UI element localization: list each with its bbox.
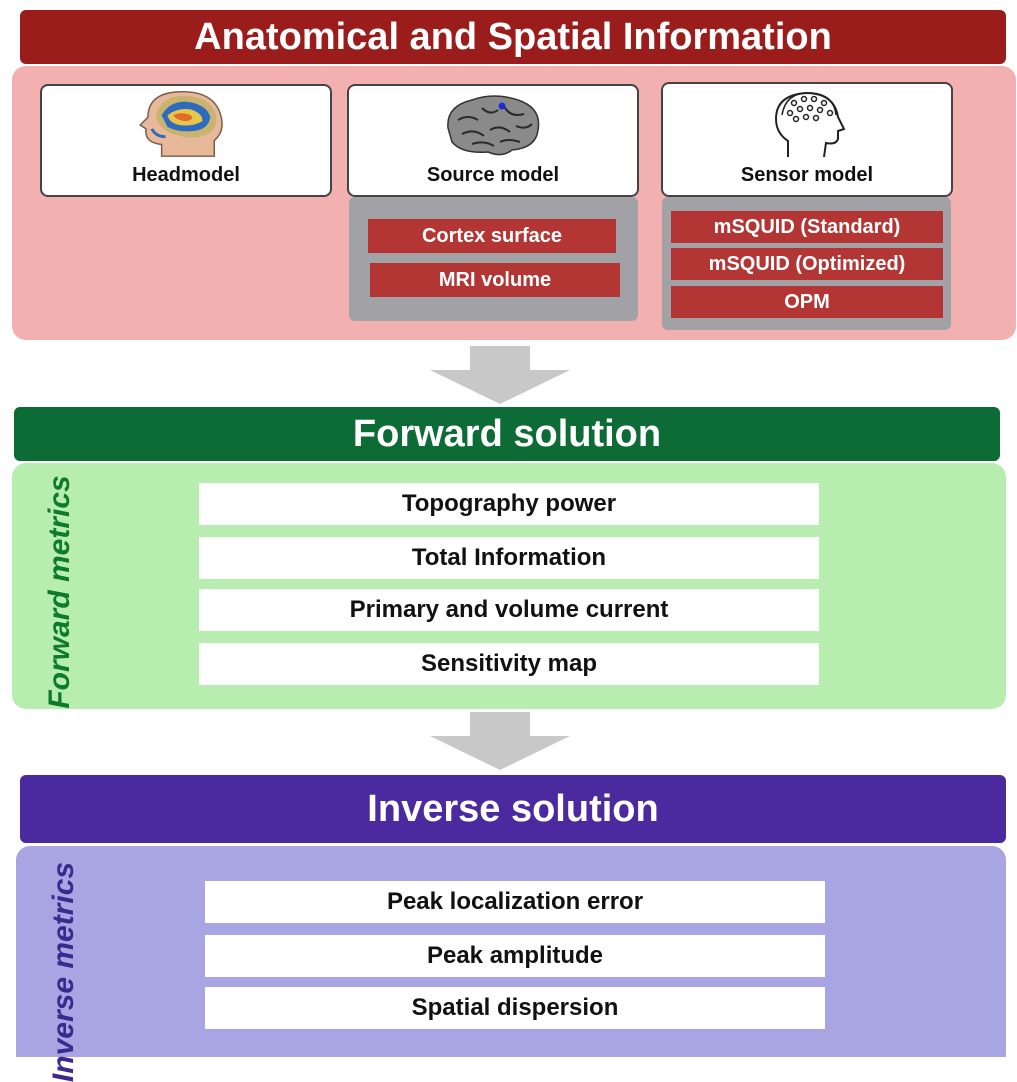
- option-cortex-surface[interactable]: Cortex surface: [368, 219, 616, 253]
- metric-label: Spatial dispersion: [411, 994, 619, 1021]
- forward-title: Forward solution: [352, 412, 662, 455]
- inverse-header: Inverse solution: [20, 775, 1006, 843]
- source-model-card: Source model: [347, 84, 639, 197]
- inverse-metrics-label: Inverse metrics: [47, 861, 80, 1082]
- sensor-model-options: mSQUID (Standard) mSQUID (Optimized) OPM: [662, 197, 951, 330]
- option-msquid-optimized[interactable]: mSQUID (Optimized): [671, 248, 943, 280]
- option-label: Cortex surface: [421, 224, 563, 247]
- head-sensors-icon: [774, 91, 846, 158]
- option-msquid-standard[interactable]: mSQUID (Standard): [671, 211, 943, 243]
- source-model-label: Source model: [426, 164, 560, 186]
- metric-label: Total Information: [411, 544, 607, 571]
- inverse-title: Inverse solution: [367, 787, 659, 830]
- metric-label: Topography power: [401, 490, 617, 517]
- metric-label: Peak localization error: [386, 888, 644, 915]
- metric-sensitivity-map: Sensitivity map: [199, 643, 819, 685]
- forward-metrics-label: Forward metrics: [43, 475, 76, 709]
- headmodel-label: Headmodel: [132, 164, 240, 186]
- headmodel-card: Headmodel: [40, 84, 332, 197]
- metric-total-information: Total Information: [199, 537, 819, 579]
- option-label: mSQUID (Optimized): [708, 252, 906, 275]
- option-mri-volume[interactable]: MRI volume: [370, 263, 620, 297]
- metric-topography-power: Topography power: [199, 483, 819, 525]
- metric-spatial-dispersion: Spatial dispersion: [205, 987, 825, 1029]
- anatomical-header: Anatomical and Spatial Information: [20, 10, 1006, 64]
- forward-header: Forward solution: [14, 407, 1000, 461]
- anatomical-title: Anatomical and Spatial Information: [194, 15, 832, 58]
- metric-label: Sensitivity map: [420, 650, 598, 677]
- option-opm[interactable]: OPM: [671, 286, 943, 318]
- metric-primary-volume-current: Primary and volume current: [199, 589, 819, 631]
- option-label: mSQUID (Standard): [713, 215, 901, 238]
- sensor-model-card: Sensor model: [661, 82, 953, 197]
- option-label: MRI volume: [438, 268, 552, 291]
- metric-label: Peak amplitude: [426, 942, 604, 969]
- head-mri-icon: [139, 91, 223, 157]
- metric-label: Primary and volume current: [349, 596, 669, 623]
- brain-cortex-icon: [447, 95, 540, 156]
- sensor-model-label: Sensor model: [740, 164, 874, 186]
- metric-peak-amplitude: Peak amplitude: [205, 935, 825, 977]
- option-label: OPM: [784, 290, 830, 313]
- metric-peak-localization-error: Peak localization error: [205, 881, 825, 923]
- down-arrow-icon: [430, 346, 570, 404]
- down-arrow-icon: [430, 712, 570, 770]
- source-model-options: Cortex surface MRI volume: [349, 197, 638, 321]
